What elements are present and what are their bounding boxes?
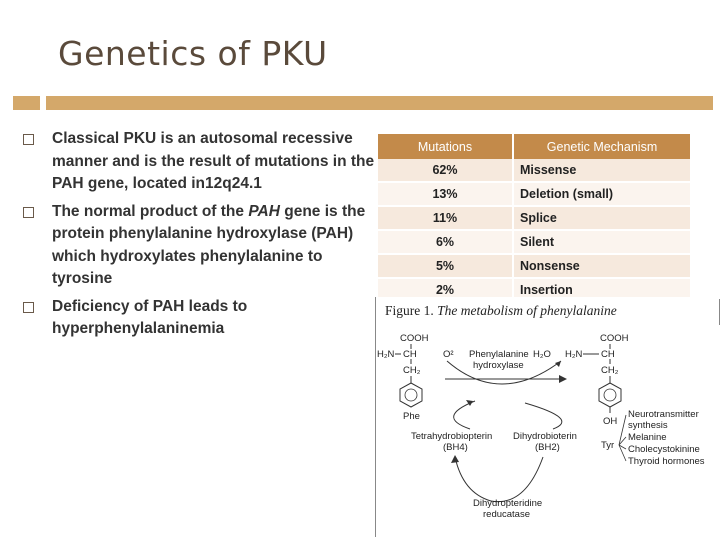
- figure-caption: Figure 1. The metabolism of phenylalanin…: [385, 303, 617, 319]
- mutations-table: Mutations Genetic Mechanism 62% Missense…: [378, 134, 692, 303]
- cofactor-arrow: [453, 400, 476, 430]
- bullet-square-icon: [23, 206, 34, 218]
- output-synthesis: synthesis: [628, 420, 668, 431]
- bullet-item: Classical PKU is an autosomal recessive …: [20, 128, 380, 196]
- mutation-mechanism: Silent: [513, 230, 692, 255]
- table-row: 11% Splice: [378, 206, 692, 231]
- mutation-mechanism: Nonsense: [513, 254, 692, 279]
- divider-notch: [40, 96, 46, 110]
- bh2-name: Dihydrobioterin: [513, 431, 577, 442]
- branch-line: [618, 444, 627, 462]
- metabolism-figure: Figure 1. The metabolism of phenylalanin…: [375, 297, 727, 537]
- branch-line: [618, 436, 627, 446]
- branch-line: [618, 444, 627, 450]
- mutation-mechanism: Splice: [513, 206, 692, 231]
- bullet-text: gene is the protein phenylalanine hydrox…: [52, 202, 366, 288]
- tyr-ch2-label: CH₂: [601, 365, 619, 376]
- mutation-percent: 6%: [378, 230, 514, 255]
- phe-ch2-label: CH₂: [403, 365, 421, 376]
- phe-h2n-label: H₂N: [377, 349, 395, 360]
- reductase-name-line2: reducatase: [483, 509, 530, 520]
- ring-circle: [603, 388, 617, 402]
- reductase-name-line1: Dihydropteridine: [473, 498, 542, 509]
- table-header-row: Mutations Genetic Mechanism: [378, 134, 692, 159]
- table-header-mutations: Mutations: [378, 134, 514, 159]
- title-divider-bar: [13, 96, 713, 110]
- table-row: 13% Deletion (small): [378, 182, 692, 207]
- bh4-abbrev: (BH4): [443, 442, 468, 453]
- slide-title: Genetics of PKU: [58, 34, 328, 73]
- bullet-text-italic: PAH: [248, 202, 280, 220]
- table-header-mechanism: Genetic Mechanism: [513, 134, 692, 159]
- bullet-item: Deficiency of PAH leads to hyperphenylal…: [20, 296, 380, 341]
- mutation-mechanism: Deletion (small): [513, 182, 692, 207]
- tyr-h2n-label: H₂N: [565, 349, 583, 360]
- table-row: 6% Silent: [378, 230, 692, 255]
- cofactor-arrow: [524, 402, 563, 430]
- output-cholecystokinine: Cholecystokinine: [628, 444, 700, 455]
- tyr-ch-label: CH: [601, 349, 615, 360]
- tyr-cooh-label: COOH: [600, 333, 629, 344]
- bh4-name: Tetrahydrobiopterin: [411, 431, 492, 442]
- branch-line: [618, 414, 627, 446]
- output-neurotransmitter: Neurotransmitter: [628, 409, 699, 420]
- bullet-text: Deficiency of PAH leads to hyperphenylal…: [52, 297, 248, 338]
- tyr-benzene-ring-icon: [598, 382, 622, 408]
- bullet-text: Classical PKU is an autosomal recessive …: [52, 130, 375, 192]
- phe-benzene-ring-icon: [399, 382, 423, 408]
- bh2-abbrev: (BH2): [535, 442, 560, 453]
- tyr-label: Tyr: [601, 440, 614, 451]
- reductase-arrow: [490, 456, 544, 503]
- output-melanine: Melanine: [628, 432, 667, 443]
- oxygen-label: O²: [443, 349, 454, 360]
- bullet-item: The normal product of the PAH gene is th…: [20, 201, 380, 291]
- reductase-arrow: [454, 456, 492, 502]
- enzyme-name-line2: hydroxylase: [473, 360, 524, 371]
- table-row: 62% Missense: [378, 159, 692, 183]
- bullet-text: The normal product of the: [52, 202, 249, 220]
- bullet-square-icon: [23, 134, 34, 145]
- arrowhead-icon: [559, 375, 567, 383]
- reaction-arrow-top: [446, 360, 562, 385]
- pathway-diagram: COOH H₂N CH CH₂ Phe O² Phenylalanine hyd…: [377, 333, 705, 520]
- mutation-percent: 13%: [378, 182, 514, 207]
- arrowhead-icon: [555, 361, 561, 367]
- figure-caption-text: The metabolism of phenylalanine: [437, 303, 617, 318]
- arrowhead-icon: [466, 400, 473, 406]
- figure-caption-label: Figure 1.: [385, 303, 434, 318]
- mutation-percent: 62%: [378, 159, 514, 183]
- mutation-mechanism: Missense: [513, 159, 692, 183]
- phe-ch-label: CH: [403, 349, 417, 360]
- phe-cooh-label: COOH: [400, 333, 429, 344]
- water-label: H₂O: [533, 349, 551, 360]
- bullet-list: Classical PKU is an autosomal recessive …: [20, 128, 380, 346]
- mutation-percent: 5%: [378, 254, 514, 279]
- mutation-percent: 11%: [378, 206, 514, 231]
- phe-label: Phe: [403, 411, 420, 422]
- figure-border-left: [375, 297, 376, 537]
- table-row: 5% Nonsense: [378, 254, 692, 279]
- bullet-square-icon: [23, 301, 34, 313]
- arrowhead-icon: [451, 455, 459, 463]
- enzyme-name-line1: Phenylalanine: [469, 349, 529, 360]
- oh-label: OH: [603, 416, 617, 427]
- figure-border-right: [719, 299, 720, 325]
- output-thyroid-hormones: Thyroid hormones: [628, 456, 705, 467]
- ring-circle: [404, 388, 418, 402]
